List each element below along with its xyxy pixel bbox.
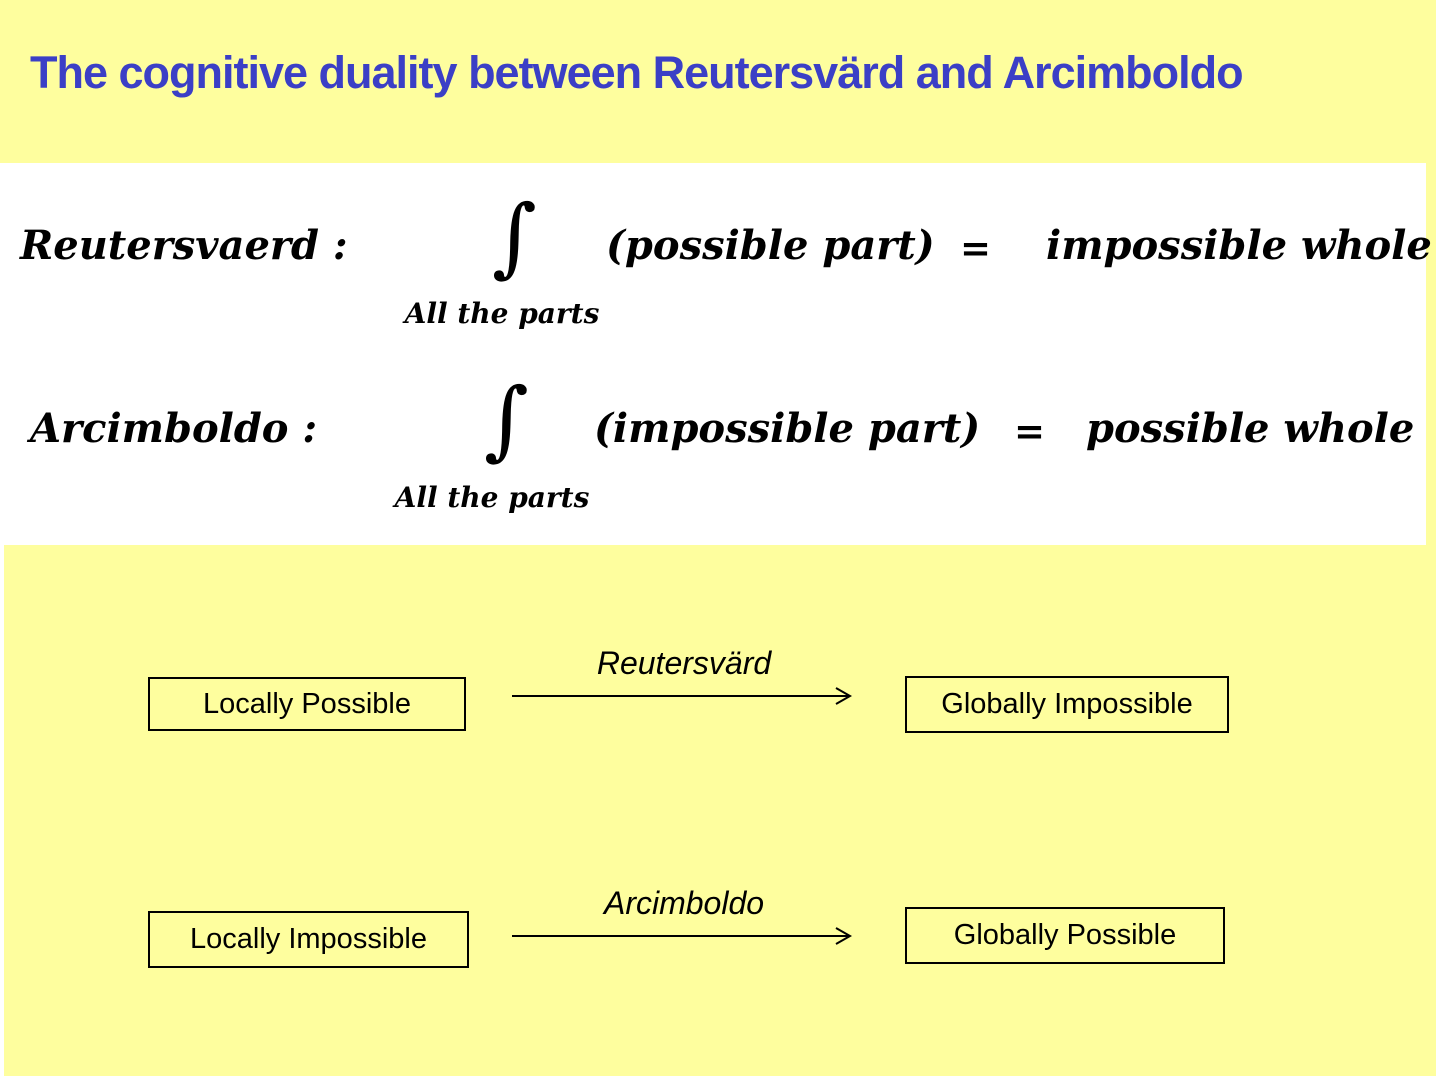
node-label: Locally Possible [203, 687, 411, 720]
formula-integrand: (impossible part) [594, 405, 981, 452]
arrow-label: Reutersvärd [596, 645, 772, 681]
formula-name: Reutersvaerd : [20, 222, 348, 269]
formula-band-background [0, 163, 1426, 545]
node-globally-impossible: Globally Impossible [905, 676, 1229, 733]
arrow-right-icon [512, 927, 853, 945]
node-globally-possible: Globally Possible [905, 907, 1225, 964]
equals-sign: = [960, 226, 992, 270]
node-label: Globally Impossible [941, 688, 1193, 720]
node-locally-possible: Locally Possible [148, 677, 466, 731]
node-locally-impossible: Locally Impossible [148, 911, 469, 968]
integral-subscript: All the parts [404, 297, 600, 330]
integral-symbol: ∫ [484, 370, 529, 470]
arrow-right-icon [512, 687, 853, 705]
page-title: The cognitive duality between Reutersvär… [30, 47, 1244, 98]
formula-integrand: (possible part) [606, 222, 935, 269]
formula-result: possible whole [1086, 405, 1415, 452]
node-label: Globally Possible [953, 919, 1177, 951]
formula-result: impossible whole [1046, 222, 1432, 269]
arrow-label: Arcimboldo [603, 885, 765, 921]
left-margin-sliver [0, 545, 4, 1076]
integral-subscript: All the parts [394, 481, 590, 514]
formula-name: Arcimboldo : [30, 405, 318, 452]
equals-sign: = [1014, 409, 1046, 453]
integral-symbol: ∫ [492, 187, 537, 287]
node-label: Locally Impossible [190, 923, 427, 955]
